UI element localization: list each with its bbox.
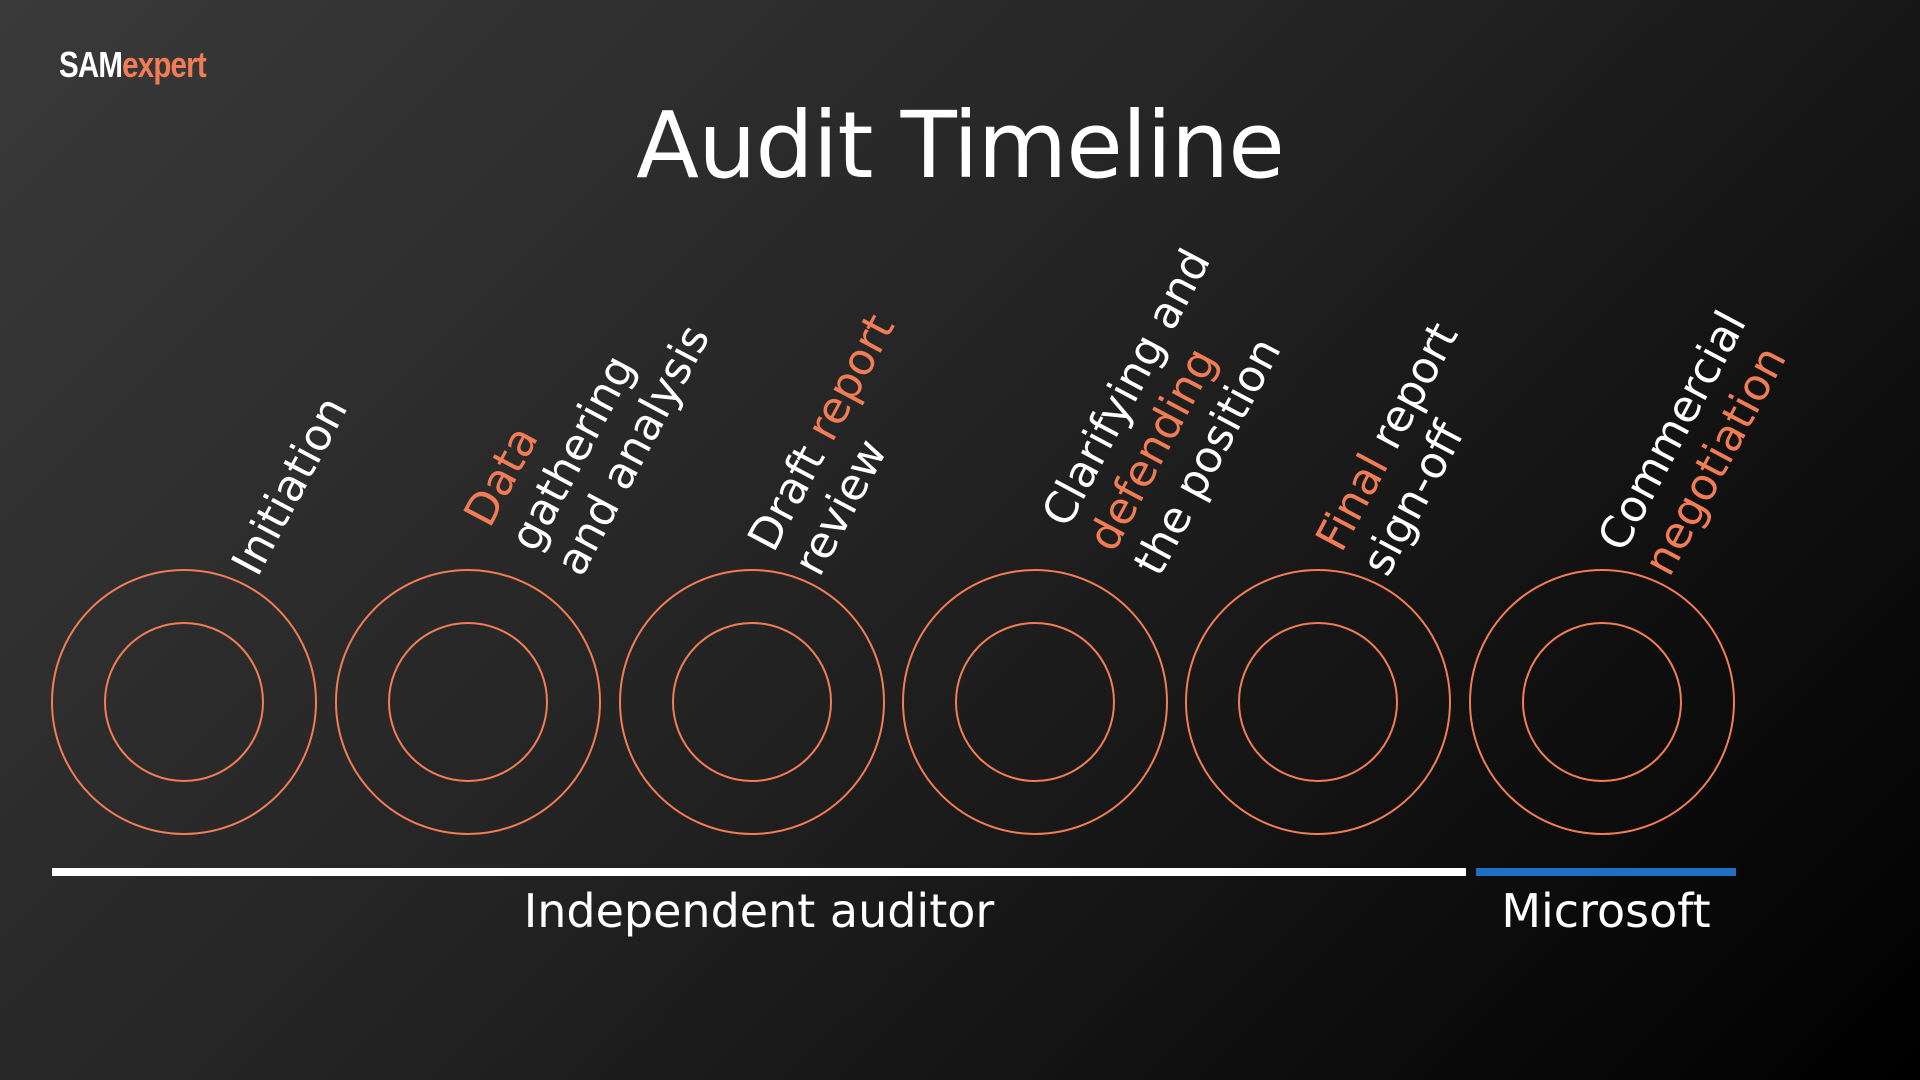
page-title: Audit Timeline <box>636 92 1285 199</box>
stage-ring-data-gathering <box>335 569 601 835</box>
stage-ring-clarifying <box>902 569 1168 835</box>
microsoft-bar <box>1476 868 1736 876</box>
independent-auditor-label: Independent auditor <box>523 884 995 938</box>
stage-ring-final-report <box>1185 569 1451 835</box>
microsoft-label: Microsoft <box>1501 884 1711 938</box>
samexpert-logo: SAMexpert <box>59 44 207 86</box>
stage-ring-negotiation <box>1469 569 1735 835</box>
independent-auditor-bar <box>52 868 1466 876</box>
stage-ring-initiation <box>51 569 317 835</box>
stage-ring-draft-report <box>619 569 885 835</box>
logo-expert: expert <box>122 44 207 85</box>
logo-sam: SAM <box>59 44 123 85</box>
